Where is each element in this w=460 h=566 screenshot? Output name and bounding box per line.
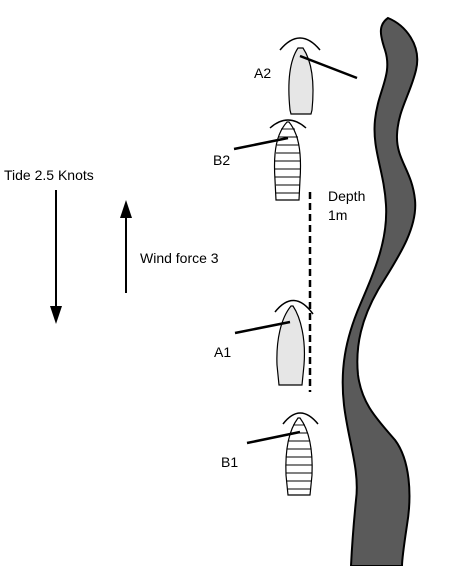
tide-label: Tide 2.5 Knots [4,167,94,183]
tide-arrow [50,190,62,324]
shoreline [341,16,419,566]
boat-b1: B1 [221,412,319,496]
boat-b2-boom [233,136,289,151]
wind-label: Wind force 3 [140,250,219,266]
depth-label-line2: 1m [328,207,347,223]
boat-a1-boom [234,320,291,335]
boat-a2-sail-arc [279,37,321,51]
boat-a2: A2 [254,37,358,115]
boat-a1: A1 [214,299,314,386]
boat-a2-boom [299,54,358,80]
boat-b1-sail-arc [282,412,319,425]
boat-b1-label: B1 [221,454,238,470]
boat-b1-hull [285,417,313,496]
boat-a1-label: A1 [214,344,231,360]
boat-b2-stripes [275,128,301,194]
boat-a1-sail-arc [274,299,314,315]
wind-arrow [120,200,132,293]
boat-b1-boom [246,430,301,445]
boat-b2-sail-arc [269,119,307,129]
boat-b2: B2 [213,119,307,201]
depth-label-line1: Depth [328,188,365,204]
boat-b2-label: B2 [213,152,230,168]
boat-a2-label: A2 [254,65,271,81]
boat-a1-hull [276,305,306,386]
boat-a2-hull [288,47,314,115]
